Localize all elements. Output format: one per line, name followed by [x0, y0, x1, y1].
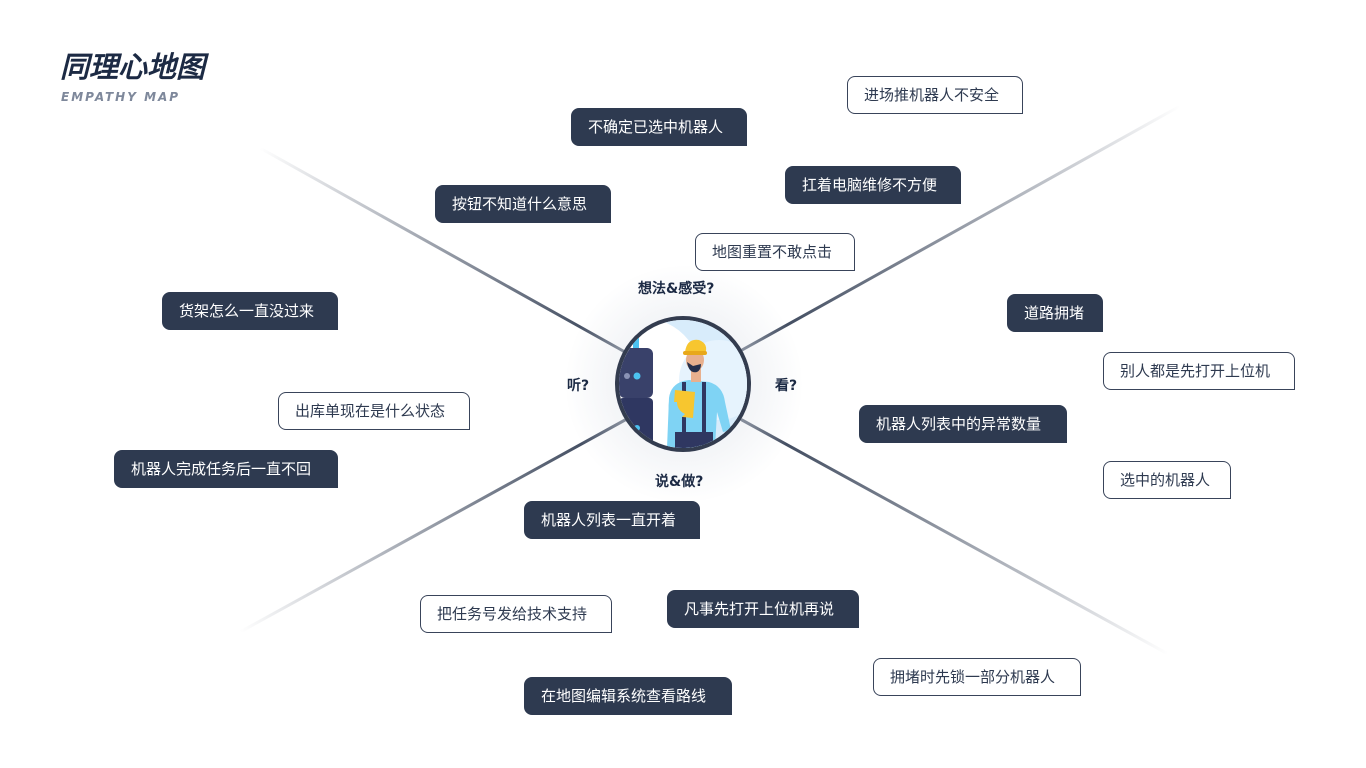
note-chip: 凡事先打开上位机再说: [667, 590, 859, 628]
note-chip: 不确定已选中机器人: [571, 108, 747, 146]
page-title: 同理心地图: [60, 50, 206, 84]
note-chip: 机器人列表一直开着: [524, 501, 700, 539]
axis-line-bottom-left: [238, 418, 627, 634]
quadrant-label-say-do: 说&做?: [655, 474, 704, 490]
note-chip: 机器人列表中的异常数量: [859, 405, 1067, 443]
center-avatar: [615, 316, 751, 452]
note-chip: 选中的机器人: [1103, 461, 1231, 499]
quadrant-label-think-feel: 想法&感受?: [638, 281, 715, 297]
page-subtitle: EMPATHY MAP: [61, 90, 181, 104]
note-chip: 货架怎么一直没过来: [162, 292, 338, 330]
note-chip: 进场推机器人不安全: [847, 76, 1023, 114]
axis-line-top-left: [258, 146, 627, 354]
note-chip: 地图重置不敢点击: [695, 233, 855, 271]
note-chip: 机器人完成任务后一直不回: [114, 450, 338, 488]
note-chip: 拥堵时先锁一部分机器人: [873, 658, 1081, 696]
note-chip: 别人都是先打开上位机: [1103, 352, 1295, 390]
note-chip: 在地图编辑系统查看路线: [524, 677, 732, 715]
quadrant-label-see: 看?: [775, 378, 798, 394]
note-chip: 道路拥堵: [1007, 294, 1103, 332]
person-with-robot-icon: [619, 320, 747, 448]
note-chip: 把任务号发给技术支持: [420, 595, 612, 633]
note-chip: 出库单现在是什么状态: [278, 392, 470, 430]
axis-line-top-right: [740, 104, 1182, 352]
axis-line-bottom-right: [740, 418, 1170, 656]
note-chip: 按钮不知道什么意思: [435, 185, 611, 223]
quadrant-label-hear: 听?: [567, 378, 590, 394]
note-chip: 扛着电脑维修不方便: [785, 166, 961, 204]
